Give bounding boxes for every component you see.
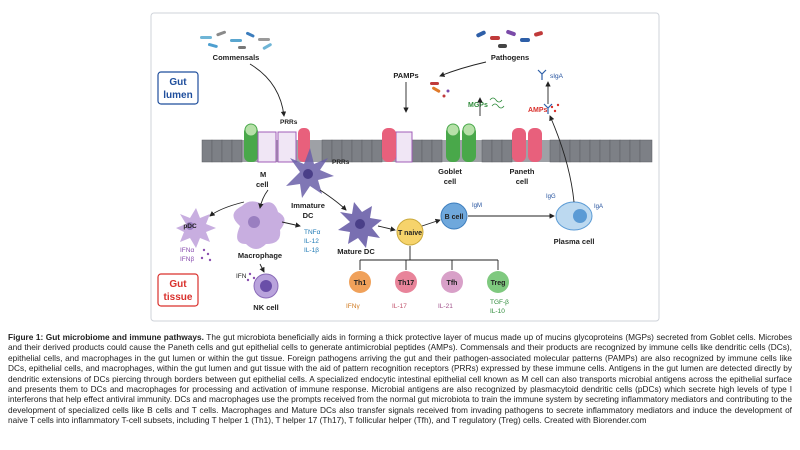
arrow-pathogens-to-pamps (439, 61, 487, 77)
arrow-plasma-to-siga (549, 115, 575, 203)
m-cell-left (257, 131, 297, 163)
pathogen-bacteria-icon (476, 29, 543, 48)
immature-dc-cell (286, 148, 334, 198)
il17-label: IL-17 (392, 303, 407, 310)
ifng-label: IFNγ (346, 303, 360, 310)
th17-label: Th17 (398, 280, 414, 287)
macrophage-cell (233, 201, 285, 249)
mature-dc-cell (338, 202, 382, 248)
ifnb-label: IFNβ (180, 256, 194, 263)
immature-dc-label-line1: Immature (291, 201, 325, 210)
goblet-cell-label-line2: cell (444, 177, 457, 186)
pamps-icon (430, 82, 450, 98)
interferon-dots-icon (200, 248, 212, 262)
m-cell-right (395, 131, 413, 163)
gut-lumen-label-line2: lumen (163, 90, 192, 101)
plasma-cell (555, 201, 593, 231)
figure-frame (150, 12, 660, 322)
nk-cell (253, 273, 279, 299)
siga-label: sIgA (550, 73, 564, 80)
arrow-macrophage-to-nk (259, 263, 265, 273)
il10-label: IL-10 (490, 308, 505, 315)
mature-dc-label: Mature DC (337, 247, 375, 256)
tfh-label: Tfh (447, 280, 458, 287)
arrow-m-cell-to-macrophage (258, 189, 269, 209)
figure-caption: Figure 1: Gut microbiome and immune path… (8, 332, 792, 426)
mgps-icon (489, 97, 505, 109)
arrow-immature-to-mature-dc (319, 189, 347, 211)
commensals-label: Commensals (213, 53, 260, 62)
gut-tissue-label-box: Gut tissue (157, 273, 199, 307)
b-cell (440, 202, 468, 230)
siga-antibody-icon (537, 69, 553, 114)
arrow-macrophage-to-mature (281, 221, 301, 228)
arrow-commensals-to-prrs (249, 63, 287, 117)
amps-icon (550, 103, 560, 113)
pdc-cell (176, 208, 216, 248)
paneth-cells-left (298, 128, 396, 162)
tfh-cell (441, 271, 463, 293)
macrophage-label: Macrophage (238, 251, 282, 260)
t-naive-cell (396, 218, 424, 246)
ifn-label: IFN (236, 273, 247, 280)
caption-body: The gut microbiota beneficially aids in … (8, 332, 792, 426)
t-naive-label: T naive (398, 230, 422, 237)
th1-cell (349, 271, 371, 293)
caption-title: Figure 1: Gut microbiome and immune path… (8, 332, 204, 342)
th1-label: Th1 (354, 280, 367, 287)
iga-label: IgA (594, 204, 603, 210)
immature-dc-label-line2: DC (303, 211, 314, 220)
pathogens-label: Pathogens (491, 53, 529, 62)
igm-label: IgM (472, 203, 482, 209)
pdc-label: pDC (183, 223, 197, 230)
nk-cell-label: NK cell (253, 303, 278, 312)
plasma-cell-label: Plasma cell (554, 237, 595, 246)
paneth-cell-label-line2: cell (516, 177, 529, 186)
goblet-cells-right (446, 123, 476, 162)
ifn-dots-icon (246, 272, 256, 282)
gut-lumen-label-box: Gut lumen (157, 71, 199, 105)
igg-label: IgG (546, 194, 556, 200)
amps-label: AMPs (528, 107, 548, 114)
goblet-cells-left (244, 123, 258, 162)
m-cell-label-line1: M (260, 170, 266, 179)
arrow-t-naive-to-b-cell (421, 218, 441, 227)
gut-tissue-label-line1: Gut (169, 279, 187, 290)
ifna-label: IFNα (180, 247, 194, 254)
treg-label: Treg (491, 280, 506, 287)
tnfa-label: TNFα (304, 229, 321, 236)
gut-tissue-label-line2: tissue (164, 292, 193, 303)
mgps-label: MGPs (468, 102, 488, 109)
gut-immune-diagram: Gut lumen Gut tissue Commensals Pathogen… (150, 12, 660, 322)
gut-lumen-label-line1: Gut (169, 77, 187, 88)
prrs-mid-label: PRRs (332, 159, 350, 166)
pamps-label: PAMPs (393, 71, 418, 80)
tgfb-label: TGF-β (490, 299, 509, 306)
paneth-cell-label-line1: Paneth (509, 167, 534, 176)
goblet-cell-label-line1: Goblet (438, 167, 462, 176)
il12-label: IL-12 (304, 238, 319, 245)
il1b-label: IL-1β (304, 247, 319, 254)
arrow-dc-to-pdc (209, 201, 245, 217)
arrow-mature-dc-to-t-naive (377, 225, 396, 232)
b-cell-label: B cell (445, 214, 464, 221)
commensal-bacteria-icon (200, 30, 272, 50)
m-cell-label-line2: cell (256, 180, 269, 189)
treg-cell (487, 271, 509, 293)
tree-t-naive-to-subsets (359, 246, 499, 270)
il21-label: IL-21 (438, 303, 453, 310)
th17-cell (395, 271, 417, 293)
prrs-top-label: PRRs (280, 119, 298, 126)
paneth-cells-right (512, 128, 542, 162)
